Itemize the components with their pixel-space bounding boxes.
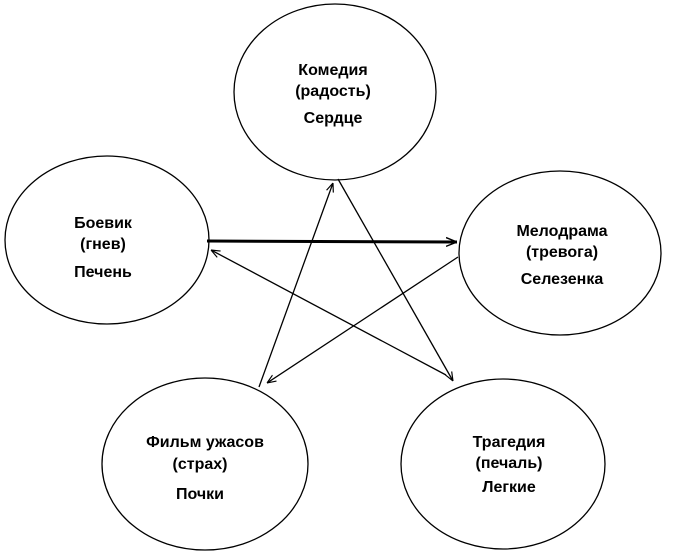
node-melodrama-ellipse [458, 170, 662, 336]
node-tragedy-organ: Легкие [482, 479, 536, 496]
node-melodrama: Мелодрама (тревога) Селезенка [458, 170, 662, 336]
node-action-emotion: (гнев) [80, 236, 126, 253]
node-tragedy-ellipse [400, 378, 606, 550]
node-horror: Фильм ужасов (страх) Почки [101, 377, 309, 551]
edges [206, 178, 459, 388]
arrow-horror-to-comedy [258, 183, 333, 388]
node-comedy-organ: Сердце [304, 110, 363, 127]
node-action-organ: Печень [74, 264, 132, 281]
node-comedy: Комедия (радость) Сердце [233, 3, 437, 181]
node-action: Боевик (гнев) Печень [4, 155, 210, 325]
node-melodrama-organ: Селезенка [521, 271, 604, 288]
node-horror-ellipse [101, 377, 309, 551]
node-tragedy: Трагедия (печаль) Легкие [400, 378, 606, 550]
arrow-comedy-to-tragedy [337, 178, 453, 381]
arrow-tragedy-to-action [211, 250, 447, 376]
node-action-title: Боевик [74, 215, 133, 232]
node-comedy-emotion: (радость) [295, 83, 371, 100]
node-tragedy-emotion: (печаль) [475, 455, 542, 472]
node-horror-emotion: (страх) [173, 456, 228, 473]
node-comedy-title: Комедия [298, 62, 367, 79]
node-tragedy-title: Трагедия [473, 434, 546, 451]
node-melodrama-emotion: (тревога) [526, 244, 598, 261]
node-horror-organ: Почки [176, 486, 224, 503]
node-action-ellipse [4, 155, 210, 325]
arrow-action-to-melodrama [206, 241, 457, 242]
arrow-melodrama-to-horror [267, 256, 459, 383]
node-melodrama-title: Мелодрама [516, 223, 607, 240]
node-horror-title: Фильм ужасов [146, 434, 264, 451]
node-comedy-ellipse [233, 3, 437, 181]
